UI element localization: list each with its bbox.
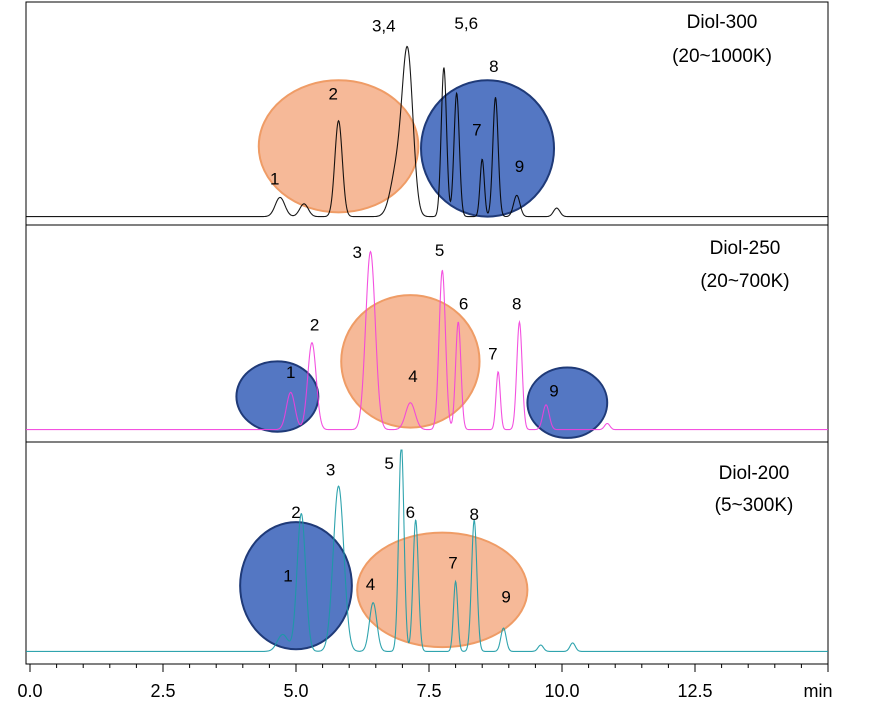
x-axis: 0.0 2.5 5.0 7.5 10.0 12.5 [17, 663, 829, 701]
peak-label: 9 [515, 157, 524, 176]
peak-label: 1 [270, 170, 279, 189]
peak-label: 8 [512, 295, 521, 314]
peak-label: 3 [352, 243, 361, 262]
group-ellipse-orange [356, 531, 529, 649]
trace-line-diol-200 [26, 449, 828, 652]
panel-range-label: (5~300K) [715, 495, 794, 516]
group-ellipse-blue [420, 79, 556, 218]
x-tick-label: 2.5 [150, 681, 175, 701]
peak-label: 7 [472, 121, 481, 140]
x-axis-unit-label: min [803, 681, 832, 701]
peak-label: 7 [488, 344, 497, 363]
peak-label: 1 [286, 363, 295, 382]
panel-range-label: (20~700K) [700, 271, 789, 292]
peak-label: 5 [435, 241, 444, 260]
x-tick-label: 7.5 [416, 681, 441, 701]
x-tick-label: 5.0 [283, 681, 308, 701]
panel-range-label: (20~1000K) [672, 46, 772, 67]
panel-title: Diol-250 [710, 238, 781, 259]
peak-label: 6 [406, 503, 415, 522]
peak-label: 6 [459, 295, 468, 314]
panel-diol-300: 1 2 3,4 5,6 7 8 9 Diol-300 (20~1000K) [25, 1, 829, 226]
panel-title: Diol-300 [687, 12, 758, 33]
peak-label: 2 [310, 315, 319, 334]
peak-label: 9 [549, 382, 558, 401]
peak-label: 4 [366, 575, 375, 594]
group-ellipse-orange [257, 79, 420, 214]
x-tick-label: 10.0 [544, 681, 579, 701]
panel-frame [25, 1, 829, 226]
peak-label: 5,6 [454, 14, 478, 33]
trace-line-diol-300 [26, 45, 828, 218]
peak-label: 9 [501, 588, 510, 607]
peak-label: 4 [408, 367, 417, 386]
peak-label: 3,4 [372, 16, 396, 35]
panel-diol-250: 1 2 3 4 5 6 7 8 9 Diol-250 (20~700K) [25, 224, 829, 443]
group-ellipse-blue [526, 366, 609, 439]
x-tick-label: 0.0 [17, 681, 42, 701]
panel-diol-200: 1 2 3 4 5 6 7 8 9 Diol-200 (5~300K) [25, 441, 829, 665]
peak-label: 5 [384, 454, 393, 473]
group-ellipse-orange [340, 294, 481, 429]
x-tick-label: 12.5 [677, 681, 712, 701]
panel-title: Diol-200 [719, 463, 790, 484]
peak-label: 2 [329, 84, 338, 103]
peak-label: 7 [448, 554, 457, 573]
trace-line-diol-250 [26, 250, 828, 431]
peak-label: 3 [326, 460, 335, 479]
peak-label: 8 [469, 505, 478, 524]
peak-label: 1 [283, 566, 292, 585]
peak-label: 8 [489, 57, 498, 76]
peak-label: 2 [291, 503, 300, 522]
